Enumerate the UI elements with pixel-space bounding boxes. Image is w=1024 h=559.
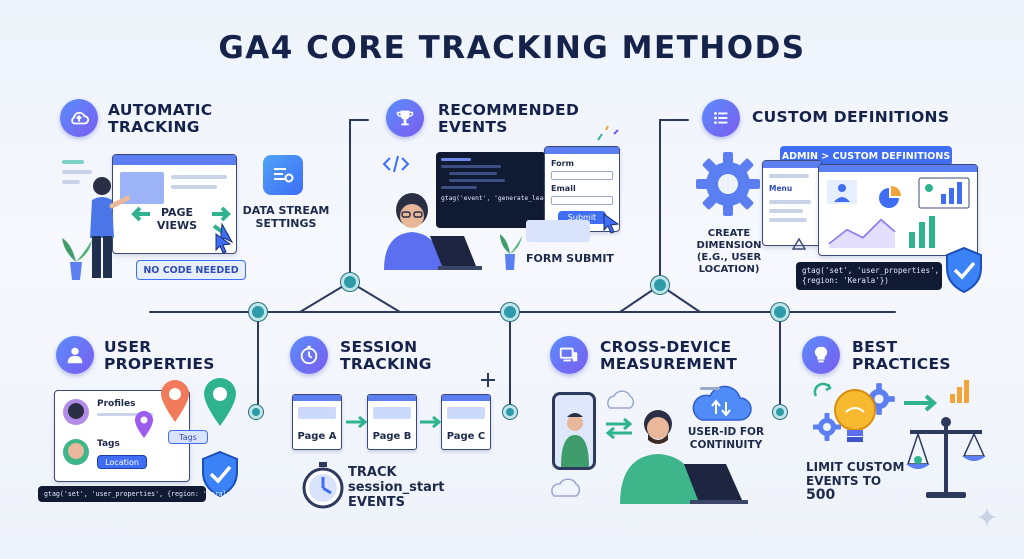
session-tracking-title: SESSION TRACKING (340, 338, 432, 373)
page-title: GA4 CORE TRACKING METHODS (218, 30, 806, 66)
person-illustration (90, 177, 130, 278)
refresh-arrows-icon (813, 382, 832, 397)
decor-line (62, 160, 84, 164)
page-c-card: Page C (441, 394, 491, 450)
trophy-icon (386, 99, 424, 137)
network-node (773, 405, 787, 419)
lightbulb-icon (802, 336, 840, 374)
user-properties-code: gtag('set', 'user_properties', {region: … (38, 486, 243, 502)
user-profile-panel: Profiles Tags Location (54, 390, 190, 482)
data-stream-label: DATA STREAM SETTINGS (242, 204, 330, 230)
user-id-label: USER-ID FOR CONTINUITY (687, 426, 765, 451)
developer-illustration (384, 193, 482, 270)
phone-illustration (552, 392, 596, 470)
custom-definitions-title: CUSTOM DEFINITIONS (752, 108, 950, 126)
admin-path-breadcrumb: ADMIN > CUSTOM DEFINITIONS (780, 146, 952, 166)
gear-icon (813, 413, 841, 441)
sparkle-decor (481, 373, 495, 387)
form-submit-label: FORM SUBMIT (526, 252, 614, 265)
network-node (249, 303, 267, 321)
page-views-label: PAGE VIEWS (156, 206, 198, 232)
arrow-up-icon (792, 238, 806, 250)
automatic-tracking-title: AUTOMATIC TRACKING (108, 101, 213, 136)
location-chip[interactable]: Location (97, 455, 147, 469)
arrow-right-icon (904, 394, 938, 412)
network-node (341, 273, 359, 291)
form-input[interactable] (551, 171, 613, 180)
person-laptop-illustration (620, 410, 748, 504)
cross-device-title: CROSS-DEVICE MEASUREMENT (600, 338, 738, 373)
shield-check-icon (202, 450, 238, 498)
plant-illustration (62, 238, 92, 280)
recommended-events-title: RECOMMENDED EVENTS (438, 101, 580, 136)
lightbulb-illustration (834, 389, 876, 442)
decor-line (700, 387, 720, 390)
cursor-icon (215, 233, 232, 254)
code-tag-icon (382, 155, 410, 173)
devices-icon (550, 336, 588, 374)
form-submit-card (526, 220, 590, 242)
code-editor: gtag('event', 'generate_lead') (436, 152, 555, 228)
list-icon (702, 99, 740, 137)
network-node (249, 405, 263, 419)
sparkle-icon (977, 507, 997, 527)
dashboard-window (818, 164, 978, 256)
profiles-label: Profiles (97, 399, 136, 409)
settings-box-icon (263, 155, 303, 195)
location-pin-icon (161, 380, 189, 422)
timer-icon (290, 336, 328, 374)
decor-line (62, 180, 80, 184)
create-dimension-label: CREATE DIMENSION (E.G., USER LOCATION) (696, 228, 762, 275)
page-b-card: Page B (367, 394, 417, 450)
cloud-decor (551, 478, 581, 497)
user-icon (56, 336, 94, 374)
scale-icon (906, 417, 986, 498)
network-node (503, 405, 517, 419)
location-pin-icon (204, 378, 236, 426)
location-pin-icon (135, 411, 153, 438)
tags-label: Tags (97, 439, 120, 449)
code-snippet: gtag('event', 'generate_lead') (441, 195, 555, 202)
page-a-card: Page A (292, 394, 342, 450)
best-practices-title: BEST PRACTICES (852, 338, 951, 373)
network-node (651, 276, 669, 294)
menu-window: Menu (762, 160, 822, 246)
cursor-icon (603, 213, 620, 234)
decor-line (62, 170, 92, 174)
cloud-upload-icon (60, 99, 98, 137)
stopwatch-icon (302, 462, 344, 509)
bar-chart-icon (950, 380, 969, 403)
gear-icon (696, 152, 760, 216)
sparkle-decor (597, 125, 619, 141)
shield-check-icon (946, 246, 982, 294)
dashboard-charts (827, 177, 970, 248)
sync-arrows-icon (605, 417, 633, 440)
menu-label[interactable]: Menu (769, 184, 793, 193)
arrows-icon (131, 206, 234, 247)
flow-arrows (346, 415, 442, 429)
no-code-badge: NO CODE NEEDED (136, 260, 246, 280)
network-node (501, 303, 519, 321)
form-label: Form (551, 159, 574, 168)
network-node (771, 303, 789, 321)
user-properties-title: USER PROPERTIES (104, 338, 215, 373)
limit-events-label: LIMIT CUSTOM EVENTS TO 500 (806, 460, 905, 503)
track-session-label: TRACK session_start EVENTS (348, 465, 445, 510)
email-label: Email (551, 184, 576, 193)
email-input[interactable] (551, 196, 613, 205)
cloud-decor (607, 390, 635, 409)
plant-illustration (500, 234, 522, 270)
custom-code-block: gtag('set', 'user_properties', {region: … (796, 262, 942, 290)
cloud-sync-icon (692, 385, 752, 421)
tags-chip[interactable]: Tags (168, 430, 208, 444)
